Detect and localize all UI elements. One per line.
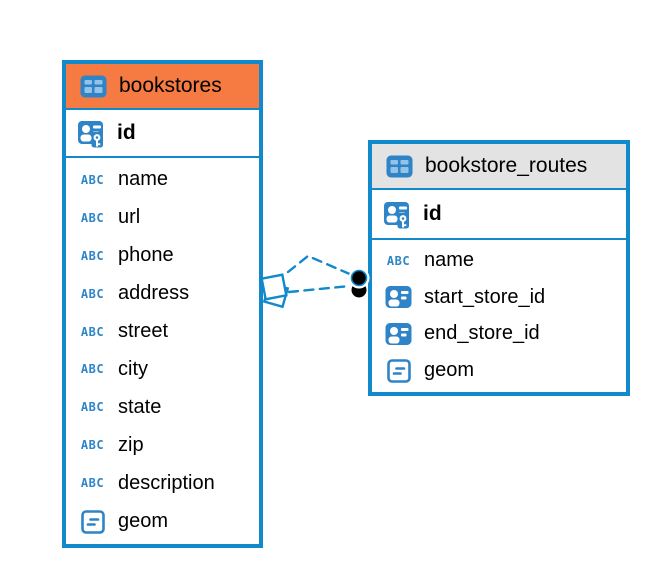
column-row[interactable]: end_store_id xyxy=(372,316,626,353)
table-bookstore-routes-columns: ABC name start_store_id xyxy=(372,240,626,392)
column-row[interactable]: ABC city xyxy=(66,351,259,389)
text-type-icon: ABC xyxy=(386,253,411,268)
foreign-key-icon xyxy=(382,322,415,346)
column-name: state xyxy=(118,395,162,418)
table-bookstore-routes[interactable]: bookstore_routes id xyxy=(368,140,630,396)
relationship-source-anchor-icon[interactable] xyxy=(260,273,290,309)
column-row[interactable]: ABC name xyxy=(66,161,259,199)
column-row[interactable]: start_store_id xyxy=(372,279,626,316)
table-bookstores[interactable]: bookstores id A xyxy=(62,60,263,548)
primary-key-icon xyxy=(75,118,108,148)
column-name: address xyxy=(118,282,190,305)
column-name: phone xyxy=(118,244,174,267)
column-name: id xyxy=(423,202,442,225)
text-type-icon: ABC xyxy=(80,324,105,339)
relationship-line-lower[interactable] xyxy=(287,284,352,294)
text-type-icon: ABC xyxy=(80,172,105,187)
column-row-pk[interactable]: id xyxy=(66,108,259,158)
column-row[interactable]: ABC street xyxy=(66,313,259,351)
column-row[interactable]: ABC zip xyxy=(66,426,259,464)
text-type-icon: ABC xyxy=(80,286,105,301)
column-name: geom xyxy=(118,510,169,533)
table-bookstores-header[interactable]: bookstores xyxy=(66,64,259,108)
column-name: name xyxy=(424,249,475,272)
column-row[interactable]: geom xyxy=(66,502,259,541)
column-row[interactable]: ABC url xyxy=(66,199,259,237)
column-row[interactable]: geom xyxy=(372,352,626,389)
column-row[interactable]: ABC description xyxy=(66,464,259,502)
column-name: url xyxy=(118,206,141,229)
column-name: name xyxy=(118,168,169,191)
table-icon xyxy=(383,155,416,178)
column-row[interactable]: ABC phone xyxy=(66,237,259,275)
column-row[interactable]: ABC state xyxy=(66,388,259,426)
column-row[interactable]: ABC address xyxy=(66,275,259,313)
column-name: end_store_id xyxy=(424,322,540,345)
column-name: geom xyxy=(424,359,475,382)
relationship-target-anchor-dots[interactable] xyxy=(348,267,370,298)
text-type-icon: ABC xyxy=(80,248,105,263)
table-title: bookstore_routes xyxy=(425,154,588,177)
primary-key-icon xyxy=(381,199,414,229)
foreign-key-icon xyxy=(382,285,415,309)
column-name: zip xyxy=(118,433,144,456)
text-type-icon: ABC xyxy=(80,400,105,415)
relationship-line-upper[interactable] xyxy=(286,254,354,277)
geometry-type-icon xyxy=(76,509,109,534)
column-row-pk[interactable]: id xyxy=(372,188,626,240)
relationship-bookstores-to-routes[interactable] xyxy=(260,254,370,309)
table-title: bookstores xyxy=(119,74,222,97)
table-bookstore-routes-header[interactable]: bookstore_routes xyxy=(372,144,626,188)
text-type-icon: ABC xyxy=(80,476,105,491)
column-row[interactable]: ABC name xyxy=(372,243,626,279)
text-type-icon: ABC xyxy=(80,210,105,225)
column-name: street xyxy=(118,320,169,343)
table-bookstores-columns: ABC name ABC url ABC phone ABC address A… xyxy=(66,158,259,544)
column-name: city xyxy=(118,357,148,380)
column-name: id xyxy=(117,121,136,144)
text-type-icon: ABC xyxy=(80,438,105,453)
column-name: start_store_id xyxy=(424,285,546,308)
column-name: description xyxy=(118,471,215,494)
table-icon xyxy=(77,75,110,98)
geometry-type-icon xyxy=(382,358,415,383)
text-type-icon: ABC xyxy=(80,362,105,377)
